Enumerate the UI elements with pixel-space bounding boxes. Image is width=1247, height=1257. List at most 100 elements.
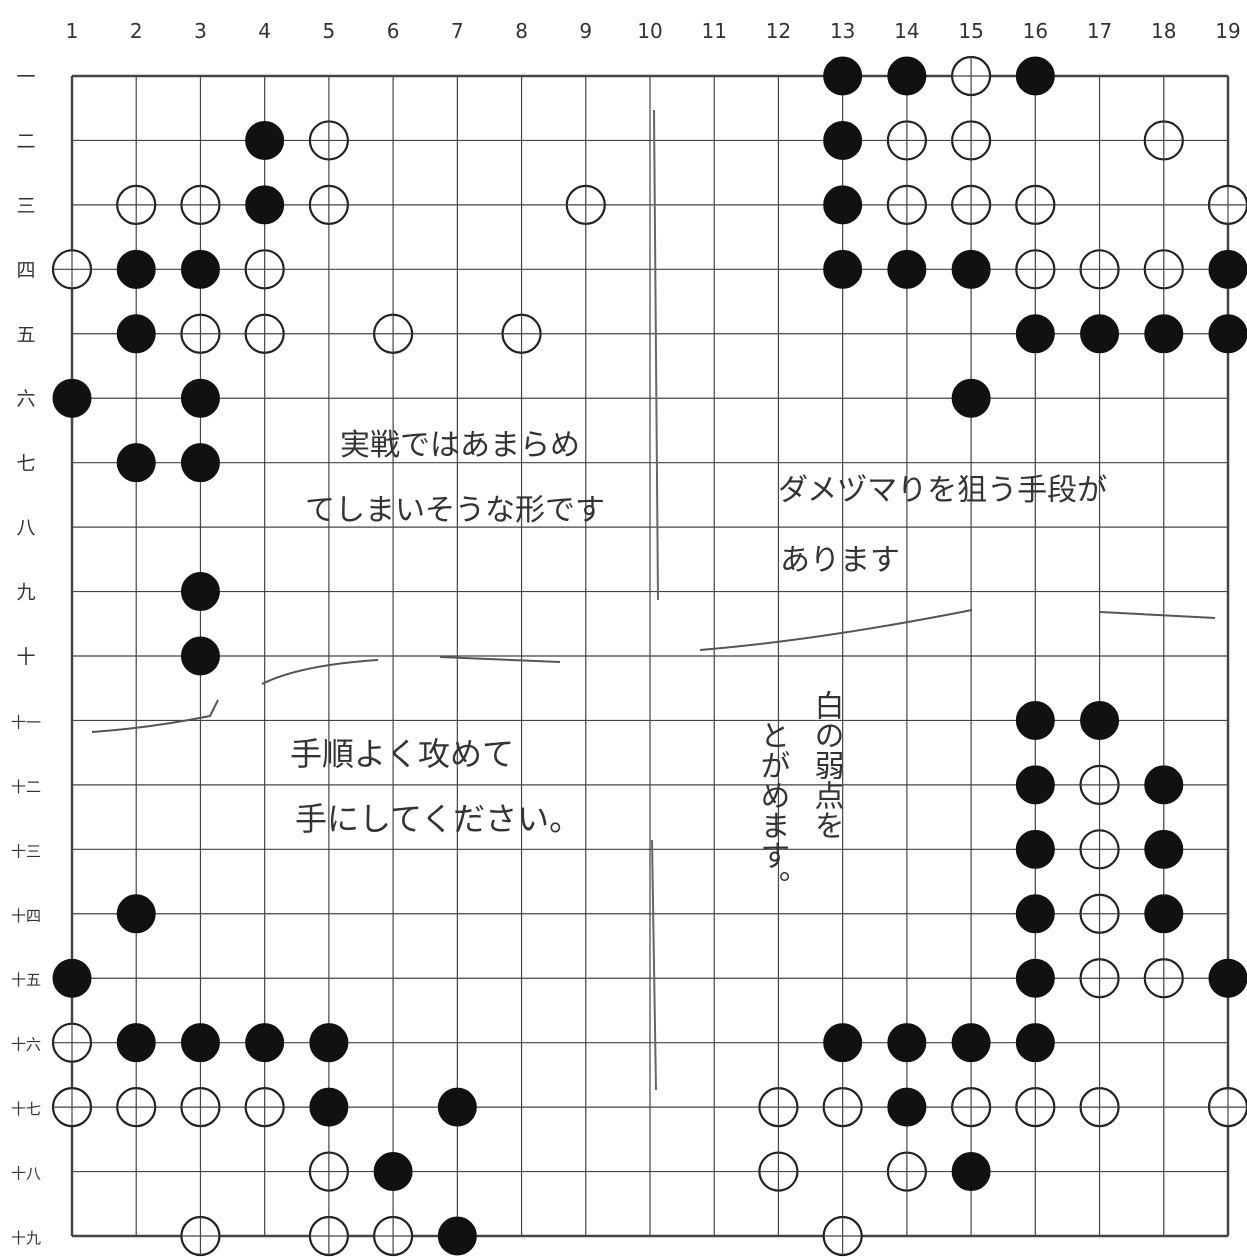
note-vertical-col2: とがめます。 — [755, 720, 790, 900]
white-stone — [886, 120, 927, 161]
black-stone — [1015, 958, 1055, 998]
white-stone — [1143, 120, 1184, 161]
white-stone — [1143, 958, 1184, 999]
black-stone — [309, 1087, 349, 1127]
black-stone — [180, 1023, 220, 1063]
column-label: 16 — [1023, 19, 1048, 43]
white-stone — [116, 184, 157, 225]
black-stone — [887, 56, 927, 96]
black-stone — [1015, 765, 1055, 805]
note-top-right-line1: ダメヅマりを狙う手段が — [778, 473, 1107, 508]
note-top-left-line1: 実戦ではあまらめ — [340, 428, 580, 463]
row-label: 九 — [16, 582, 35, 604]
column-label: 1 — [66, 19, 79, 43]
row-label: 八 — [16, 517, 35, 539]
black-stone — [180, 572, 220, 612]
white-stone — [951, 55, 992, 97]
black-stone — [1015, 894, 1055, 934]
black-stone — [887, 249, 927, 289]
white-stone — [180, 313, 221, 354]
black-stone — [1144, 765, 1184, 805]
black-stone — [1208, 314, 1247, 354]
row-label: 一 — [16, 66, 35, 88]
white-stone — [1079, 1087, 1120, 1128]
white-stone — [308, 1215, 349, 1257]
white-stone — [565, 184, 606, 225]
note-top-left-line2: てしまいそうな形です — [305, 493, 605, 528]
white-stone — [308, 184, 349, 225]
white-stone — [758, 1087, 799, 1128]
hand-drawn-stroke — [699, 609, 973, 651]
column-label: 8 — [515, 19, 528, 43]
black-stone — [951, 378, 991, 418]
white-stone — [180, 184, 221, 225]
column-label: 5 — [323, 19, 336, 43]
note-bottom-left-line2: 手にしてください。 — [295, 800, 581, 838]
white-stone — [373, 313, 414, 354]
white-stone — [51, 1087, 93, 1128]
white-stone — [886, 184, 927, 225]
black-stone — [951, 249, 991, 289]
black-stone — [116, 1023, 156, 1063]
black-stone — [1080, 314, 1120, 354]
black-stone — [180, 378, 220, 418]
white-stone — [1015, 1087, 1056, 1128]
black-stone — [245, 185, 285, 225]
column-label: 13 — [830, 19, 855, 43]
note-top-right-line2: あります — [780, 543, 900, 578]
white-stone — [1079, 958, 1120, 999]
column-label: 9 — [579, 19, 592, 43]
column-label: 3 — [194, 19, 207, 43]
black-stone — [116, 443, 156, 483]
row-label: 六 — [16, 388, 35, 410]
black-stone — [180, 249, 220, 289]
hand-drawn-stroke — [439, 656, 561, 663]
black-stone — [245, 1023, 285, 1063]
white-stone — [822, 1087, 863, 1128]
black-stone — [116, 894, 156, 934]
black-stone — [116, 314, 156, 354]
white-stone — [116, 1087, 157, 1128]
white-stone — [1015, 184, 1056, 225]
hand-drawn-stroke — [651, 839, 657, 1091]
black-stone — [373, 1152, 413, 1192]
white-stone — [1079, 764, 1120, 805]
black-stone — [1015, 1023, 1055, 1063]
black-stone — [1144, 314, 1184, 354]
row-label: 十四 — [11, 907, 41, 925]
black-stone — [180, 443, 220, 483]
black-stone — [437, 1216, 477, 1256]
white-stone — [951, 1087, 992, 1128]
row-label: 十一 — [11, 713, 41, 731]
hand-drawn-stroke — [91, 699, 219, 733]
black-stone — [1208, 249, 1247, 289]
white-stone — [373, 1215, 414, 1257]
white-stone — [244, 313, 285, 354]
column-label: 14 — [894, 19, 919, 43]
row-label: 十七 — [11, 1100, 41, 1118]
column-label: 4 — [258, 19, 271, 43]
column-label: 18 — [1151, 19, 1176, 43]
column-label: 10 — [637, 19, 662, 43]
column-label: 15 — [958, 19, 983, 43]
hand-drawn-stroke — [653, 109, 659, 601]
black-stone — [951, 1023, 991, 1063]
black-stone — [823, 1023, 863, 1063]
black-stone — [1015, 56, 1055, 96]
white-stone — [1079, 829, 1120, 870]
black-stone — [887, 1087, 927, 1127]
row-label: 五 — [16, 324, 35, 346]
column-label: 6 — [387, 19, 400, 43]
white-stone — [886, 1151, 927, 1192]
black-stone — [887, 1023, 927, 1063]
black-stone — [1080, 700, 1120, 740]
row-label: 七 — [16, 453, 35, 475]
black-stone — [823, 185, 863, 225]
white-stone — [244, 249, 285, 290]
white-stone — [180, 1087, 221, 1128]
black-stone — [823, 120, 863, 160]
board-grid — [70, 74, 1230, 1238]
row-label: 十 — [16, 646, 35, 668]
